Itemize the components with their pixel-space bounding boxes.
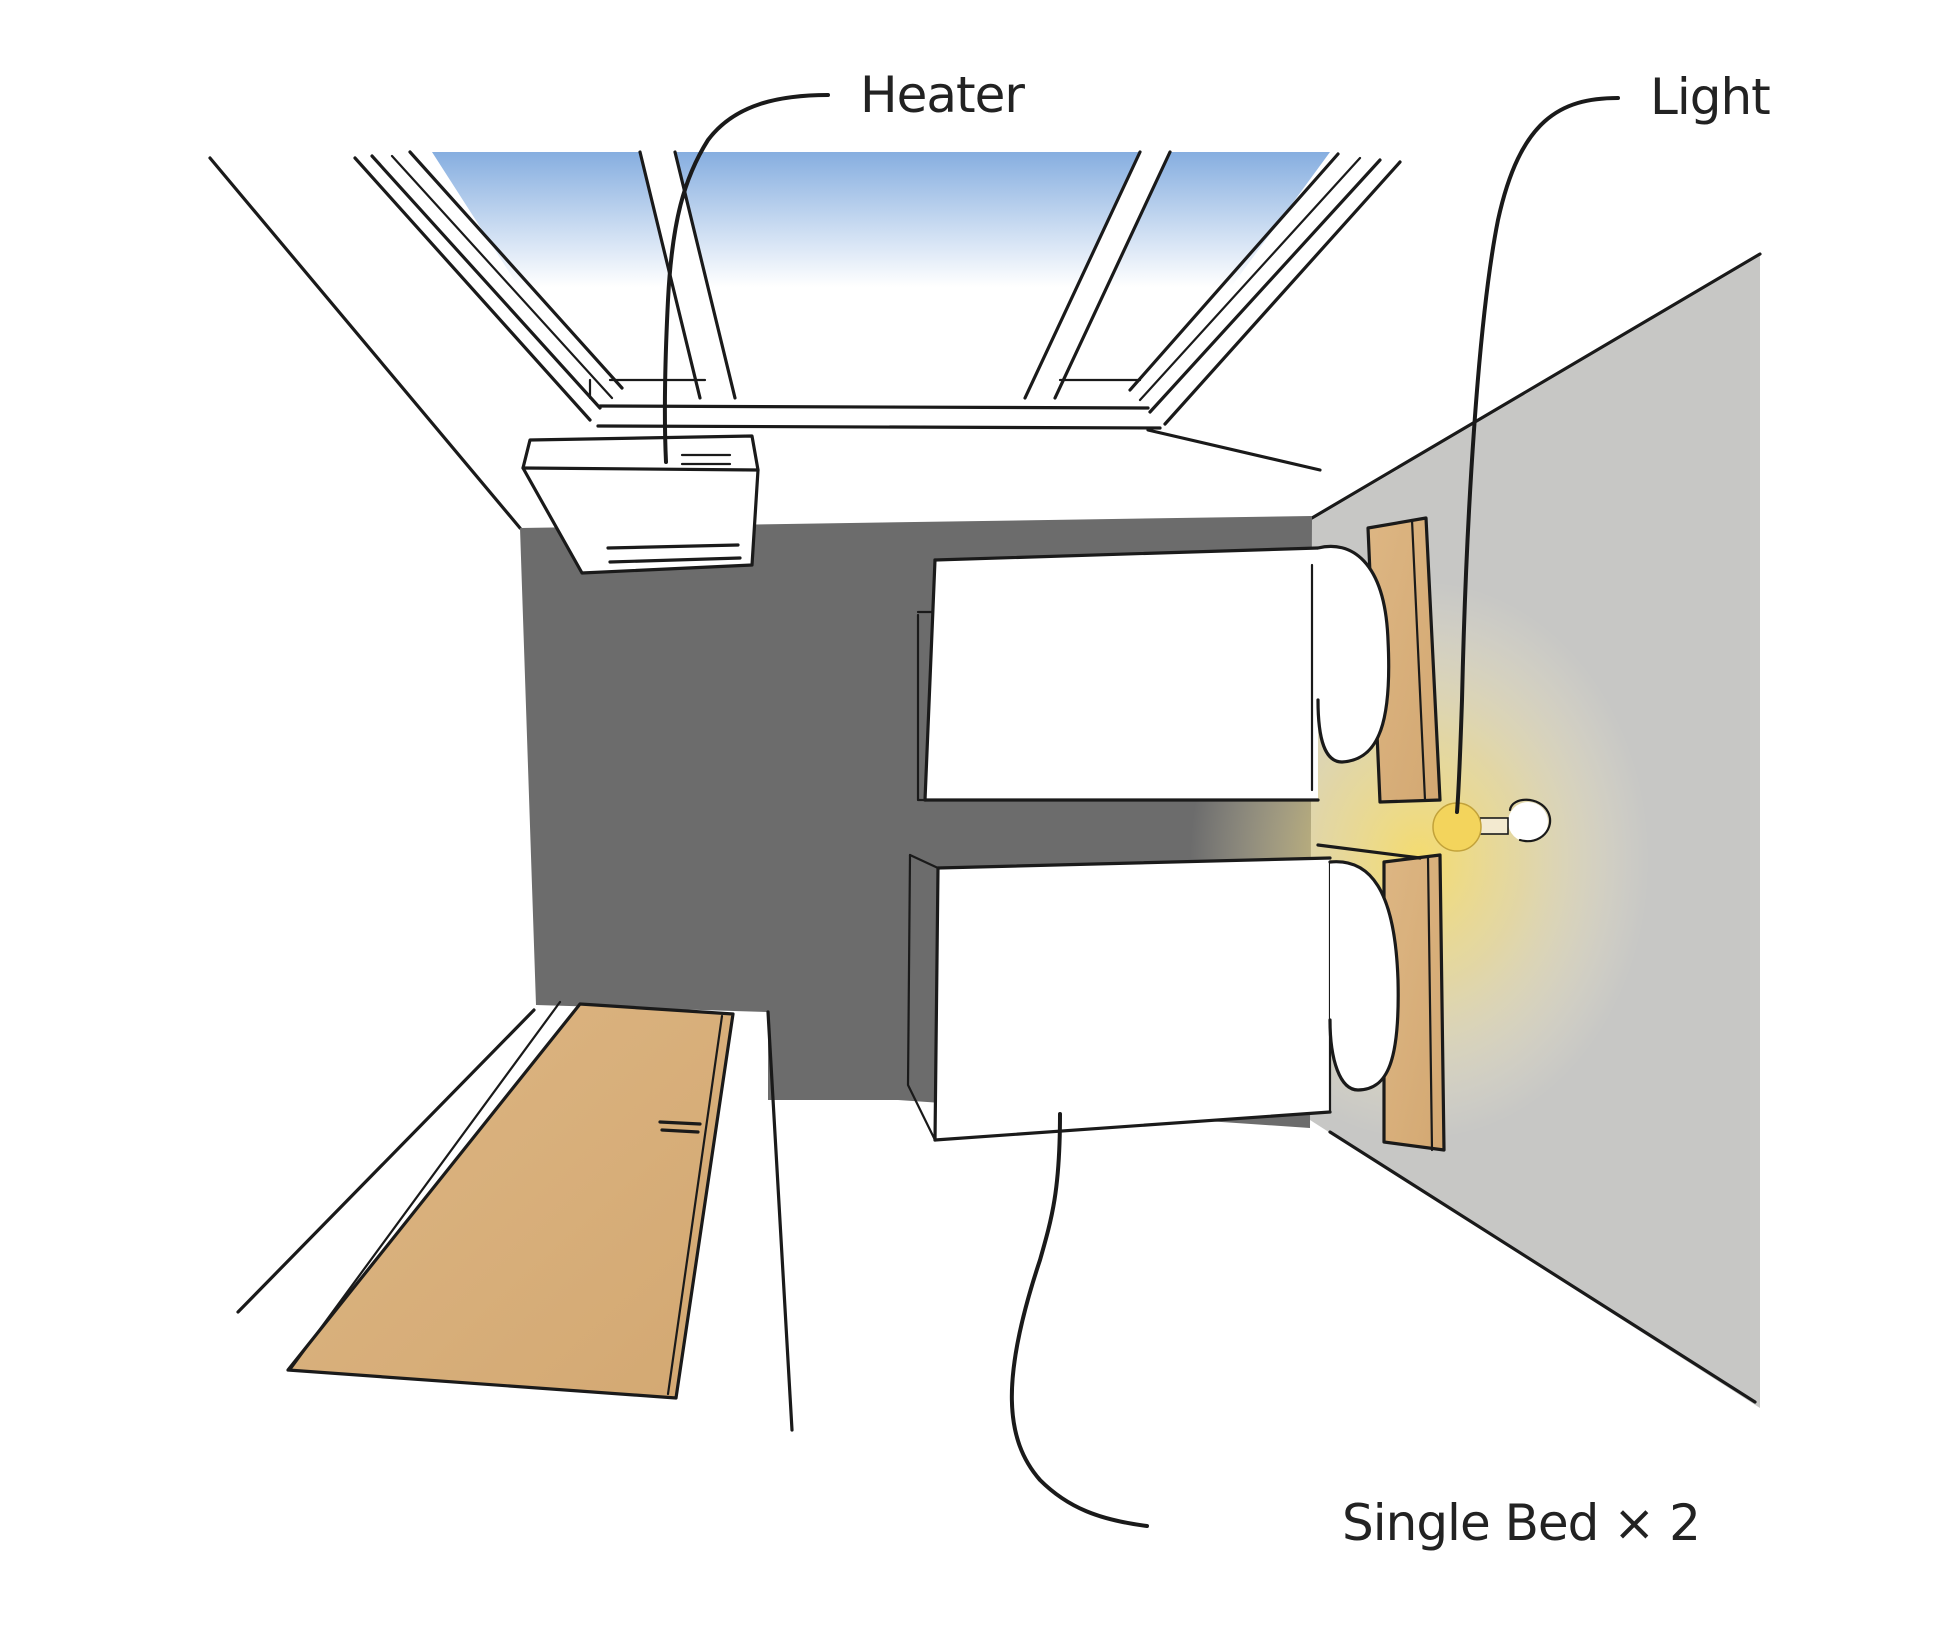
heater-label: Heater [860, 66, 1025, 124]
wall-lamp [1432, 798, 1552, 852]
single-bed-label: Single Bed × 2 [1342, 1494, 1700, 1552]
window [353, 150, 1402, 430]
left-wall [236, 1008, 794, 1432]
beds-leader [1009, 1112, 1149, 1528]
light-leader [1455, 96, 1620, 814]
heater [521, 434, 760, 575]
bed-near [906, 843, 1446, 1152]
door [286, 1000, 735, 1400]
bed-far [916, 516, 1442, 804]
ceiling-edges [208, 156, 1322, 530]
light-label: Light [1650, 68, 1770, 126]
heater-leader [662, 93, 830, 464]
leader-lines [662, 93, 1620, 1528]
